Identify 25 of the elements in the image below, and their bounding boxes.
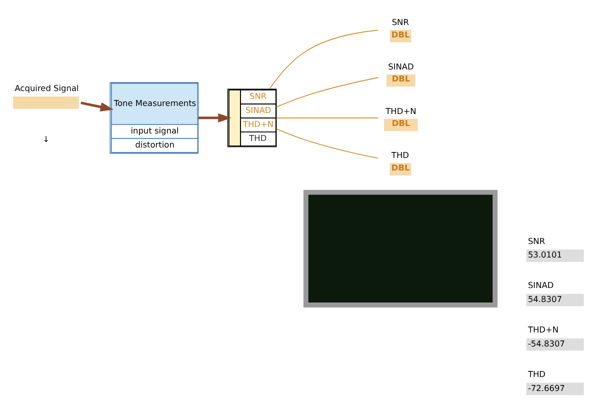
- node-box: DBL: [384, 118, 418, 132]
- node-box: 53.0101: [526, 250, 584, 262]
- node-box: DBL: [390, 163, 412, 176]
- node-label: Acquired Signal: [14, 82, 79, 93]
- node-label: THD+N: [386, 106, 416, 116]
- arrow: [198, 113, 232, 123]
- node-box: DBL: [390, 30, 412, 42]
- node-box: [13, 96, 79, 109]
- node-box: DBL: [386, 74, 416, 87]
- node-label: THD+N: [528, 324, 559, 335]
- node-box: -72.6697: [526, 382, 584, 396]
- node-label: SNR: [528, 236, 546, 246]
- node-box: [303, 190, 498, 308]
- node-label: THD: [391, 150, 409, 160]
- connector: [276, 77, 379, 108]
- node-label: SINAD: [388, 61, 414, 72]
- node-label: SINAD: [528, 280, 554, 290]
- node-label: THD: [528, 368, 546, 379]
- node-box: -54.8307: [526, 338, 584, 351]
- node-label: SNR: [392, 16, 409, 27]
- arrow: [80, 102, 114, 112]
- node-box: 54.8307: [526, 294, 584, 306]
- connector: [269, 30, 378, 90]
- connector: [276, 128, 379, 159]
- label: ↓: [42, 134, 50, 144]
